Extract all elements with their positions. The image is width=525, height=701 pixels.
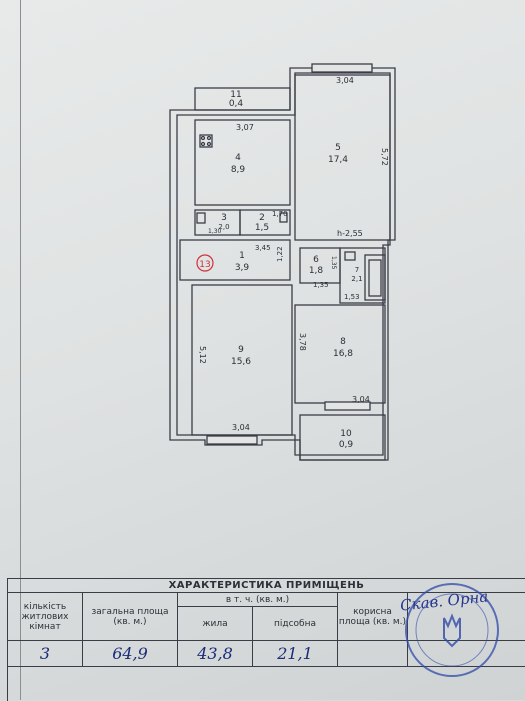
dim-3-45: 3,45 xyxy=(255,244,271,252)
circle-marker xyxy=(196,254,214,272)
dim-3-78: 3,78 xyxy=(298,333,307,351)
room-5-area: 17,4 xyxy=(328,155,348,165)
value-living-rooms: 3 xyxy=(8,641,83,667)
room-5-number: 5 xyxy=(335,143,341,153)
value-living-area: 43,8 xyxy=(178,641,253,667)
dim-1-35-horizontal: 1,35 xyxy=(313,281,329,289)
room-11-number: 11 xyxy=(230,90,241,100)
room-4-number: 4 xyxy=(235,153,241,163)
header-auxiliary-area: підсобна xyxy=(253,607,338,641)
margin-line xyxy=(20,0,21,700)
room-1-area: 3,9 xyxy=(235,263,250,273)
header-living-area: жила xyxy=(178,607,253,641)
dim-3-04-bottom: 3,04 xyxy=(232,423,250,432)
room-4-outline xyxy=(194,119,291,206)
value-auxiliary-area: 21,1 xyxy=(253,641,338,667)
room-5-outline xyxy=(294,74,391,241)
header-including: в т. ч. (кв. м.) xyxy=(178,593,338,607)
room-1-number: 1 xyxy=(239,251,245,261)
balcony-11 xyxy=(194,87,291,111)
dim-1-35-vertical: 1,35 xyxy=(330,256,337,270)
trident-icon xyxy=(443,613,461,648)
room-6-area: 1,8 xyxy=(309,266,324,276)
room-9-number: 9 xyxy=(238,345,244,355)
dim-3-07: 3,07 xyxy=(236,123,254,132)
characteristics-table: ХАРАКТЕРИСТИКА ПРИМІЩЕНЬ кількість житло… xyxy=(7,578,525,701)
room-2-number: 2 xyxy=(259,213,265,223)
room-1-outline xyxy=(179,239,291,281)
room-9-area: 15,6 xyxy=(231,357,251,367)
room-8-area: 16,8 xyxy=(333,349,353,359)
room-4-area: 8,9 xyxy=(231,165,246,175)
room-2-area: 1,5 xyxy=(255,223,269,233)
stove xyxy=(199,134,213,148)
ceiling-height: h-2,55 xyxy=(337,229,363,238)
room-7-number: 7 xyxy=(355,266,359,274)
dim-5-12: 5,12 xyxy=(198,346,207,364)
header-total-area: загальна площа (кв. м.) xyxy=(83,593,178,641)
table-title: ХАРАКТЕРИСТИКА ПРИМІЩЕНЬ xyxy=(8,579,525,593)
value-total-area: 64,9 xyxy=(83,641,178,667)
room-10-area: 0,9 xyxy=(339,440,354,450)
header-living-rooms: кількість житлових кімнат xyxy=(8,593,83,641)
room-2-outline xyxy=(239,209,291,236)
room-8-number: 8 xyxy=(340,337,346,347)
room-3-area: 2,0 xyxy=(218,223,229,231)
value-blank xyxy=(408,641,525,667)
dim-1-22: 1,22 xyxy=(276,246,284,262)
dim-1-70: 1,70 xyxy=(272,210,288,218)
dim-1-30: 1,30 xyxy=(208,228,222,235)
balcony-10 xyxy=(299,414,386,461)
room-11-area: 0,4 xyxy=(229,99,244,109)
room-9-outline xyxy=(191,284,293,436)
header-useful-area: корисна площа (кв. м.) xyxy=(338,593,408,641)
official-stamp xyxy=(405,583,499,677)
header-blank xyxy=(408,593,525,641)
circle-number: 13 xyxy=(199,260,210,270)
room-7-area: 2,1 xyxy=(351,275,362,283)
room-3-number: 3 xyxy=(221,213,227,223)
value-useful-area xyxy=(338,641,408,667)
bathtub xyxy=(364,254,386,301)
dim-3-04-mid: 3,04 xyxy=(352,395,370,404)
dim-5-72: 5,72 xyxy=(380,148,389,166)
dim-1-53: 1,53 xyxy=(344,293,360,301)
room-10-number: 10 xyxy=(340,429,352,439)
dim-3-04-top: 3,04 xyxy=(336,76,354,85)
floor-plan: 13 11 0,4 4 8,9 5 17,4 3 2,0 2 1,5 1 3,9… xyxy=(169,63,396,461)
room-6-number: 6 xyxy=(313,255,319,265)
